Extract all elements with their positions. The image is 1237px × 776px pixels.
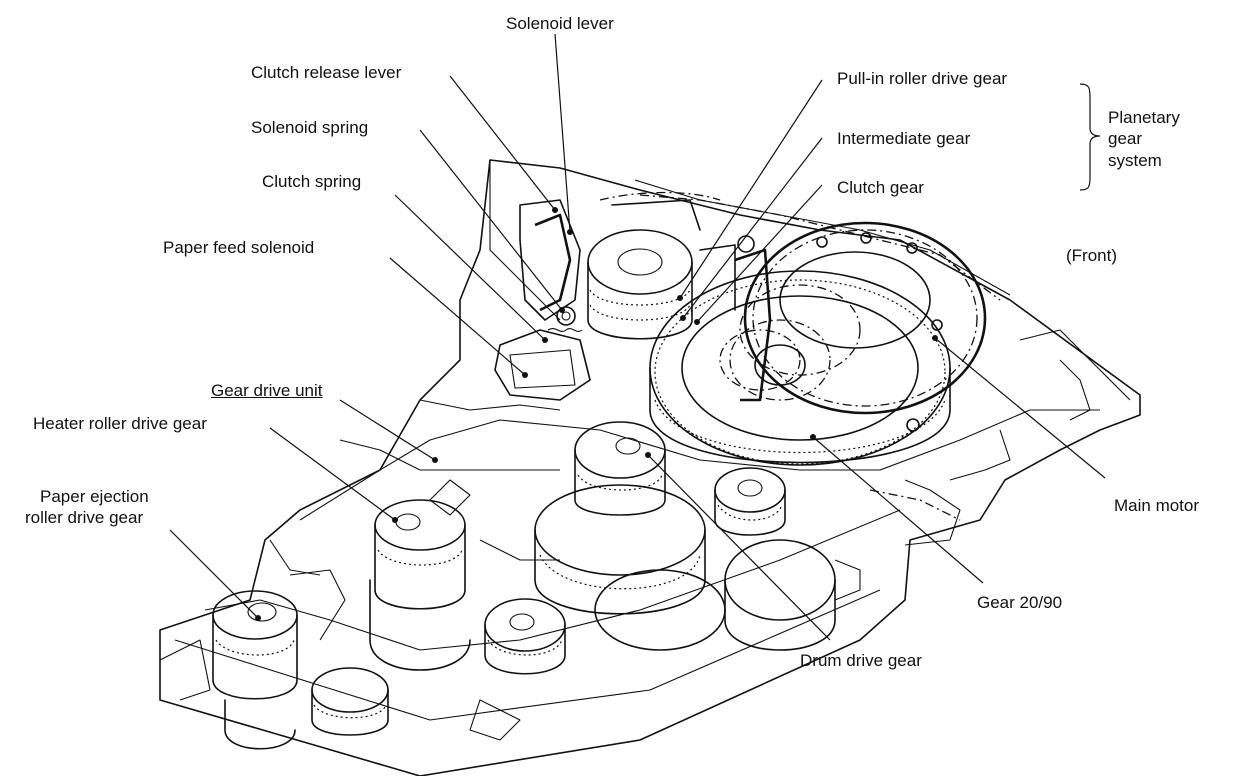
label-planetary-line2: gear xyxy=(1108,129,1143,148)
solenoid-assembly xyxy=(494,199,591,401)
label-gear-20-90: Gear 20/90 xyxy=(977,593,1063,612)
heater-roller-gear xyxy=(369,499,471,671)
drum-drive-gear xyxy=(534,421,726,651)
label-front: (Front) xyxy=(1066,246,1117,265)
chassis-frame xyxy=(159,159,1141,776)
leader-lines xyxy=(169,33,1106,641)
label-paper-ejection-line1: Paper ejection xyxy=(40,487,149,506)
label-planetary-line1: Planetary xyxy=(1108,108,1180,127)
label-paper-ejection-line2: roller drive gear xyxy=(25,508,144,527)
label-drum-drive-gear: Drum drive gear xyxy=(800,651,922,670)
pull-in-roller-gear xyxy=(587,191,721,340)
label-pull-in-roller-drive-gear: Pull-in roller drive gear xyxy=(837,69,1008,88)
middle-small-gear xyxy=(484,598,566,675)
label-intermediate-gear: Intermediate gear xyxy=(837,129,971,148)
paper-ejection-gear xyxy=(212,569,389,750)
label-main-motor: Main motor xyxy=(1114,496,1200,515)
small-gear-right xyxy=(714,467,836,651)
label-clutch-spring: Clutch spring xyxy=(262,172,362,191)
label-solenoid-spring: Solenoid spring xyxy=(251,118,369,137)
label-clutch-gear: Clutch gear xyxy=(837,178,924,197)
gear-20-90 xyxy=(649,270,951,466)
label-paper-feed-solenoid: Paper feed solenoid xyxy=(163,238,315,257)
label-gear-drive-unit: Gear drive unit xyxy=(211,381,323,400)
label-planetary-line3: system xyxy=(1108,151,1162,170)
label-solenoid-lever: Solenoid lever xyxy=(506,14,614,33)
label-clutch-release-lever: Clutch release lever xyxy=(251,63,402,82)
label-heater-roller-drive-gear: Heater roller drive gear xyxy=(33,414,207,433)
